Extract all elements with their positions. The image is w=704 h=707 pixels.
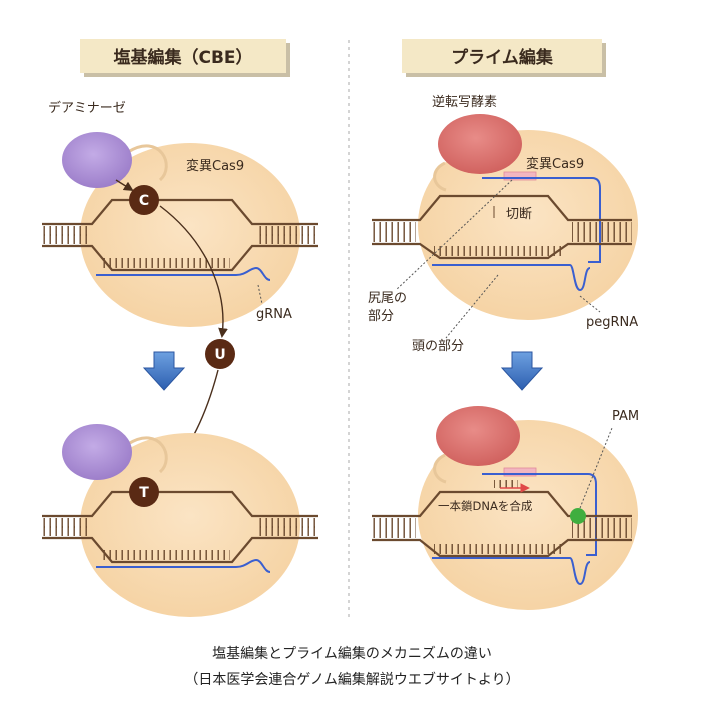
cbe-base-u xyxy=(205,339,235,369)
pe-header: プライム編集 xyxy=(402,39,606,77)
svg-text:U: U xyxy=(214,347,225,363)
pe-top-complex xyxy=(372,114,638,339)
pe-bottom-complex xyxy=(372,406,638,610)
pe-pam-label: PAM xyxy=(612,409,639,424)
cbe-deaminase-bottom xyxy=(62,424,132,480)
cbe-base-c xyxy=(129,185,159,215)
pe-synthesis-label: 一本鎖DNAを合成 xyxy=(438,499,533,513)
pe-title: プライム編集 xyxy=(451,47,554,68)
cbe-bottom-complex: T xyxy=(42,424,318,617)
pe-cut-label: 切断 xyxy=(506,207,532,222)
cbe-down-arrow xyxy=(142,351,186,391)
pe-reverse-transcriptase xyxy=(438,114,522,174)
cbe-deaminase xyxy=(62,132,132,188)
svg-text:T: T xyxy=(139,485,149,501)
caption-line2: （日本医学会連合ゲノム編集解説ウエブサイトより） xyxy=(184,671,519,688)
pe-rt-label: 逆転写酵素 xyxy=(432,94,497,110)
pe-head-label: 頭の部分 xyxy=(412,339,464,354)
pe-tail-label: 尻尾の部分 xyxy=(368,291,407,324)
pe-pegrna-strand xyxy=(482,177,601,263)
pe-tail-label-line: 尻尾の xyxy=(368,291,407,306)
cbe-header: 塩基編集（CBE） xyxy=(80,39,290,77)
pe-pegrna-label: pegRNA xyxy=(586,315,638,330)
pe-cas9-label: 変異Cas9 xyxy=(526,156,584,172)
cbe-top-complex: C xyxy=(42,132,318,338)
svg-text:C: C xyxy=(139,193,149,209)
pe-tail-label-line: 部分 xyxy=(368,309,394,324)
cbe-dna-top-strand xyxy=(42,198,318,226)
cbe-title: 塩基編集（CBE） xyxy=(113,47,252,68)
cbe-cas9-label: 変異Cas9 xyxy=(186,158,244,174)
cbe-grna-strand xyxy=(96,266,271,281)
cbe-base-t xyxy=(129,477,159,507)
cbe-dna-bottom-strand xyxy=(42,244,318,272)
cbe-grna-label: gRNA xyxy=(256,307,292,322)
pe-pam-marker xyxy=(570,508,586,524)
pe-down-arrow xyxy=(500,351,544,391)
cbe-deaminase-label: デアミナーゼ xyxy=(48,100,126,116)
caption-line1: 塩基編集とプライム編集のメカニズムの違い xyxy=(212,645,492,662)
pe-reverse-transcriptase-bottom xyxy=(436,406,520,466)
